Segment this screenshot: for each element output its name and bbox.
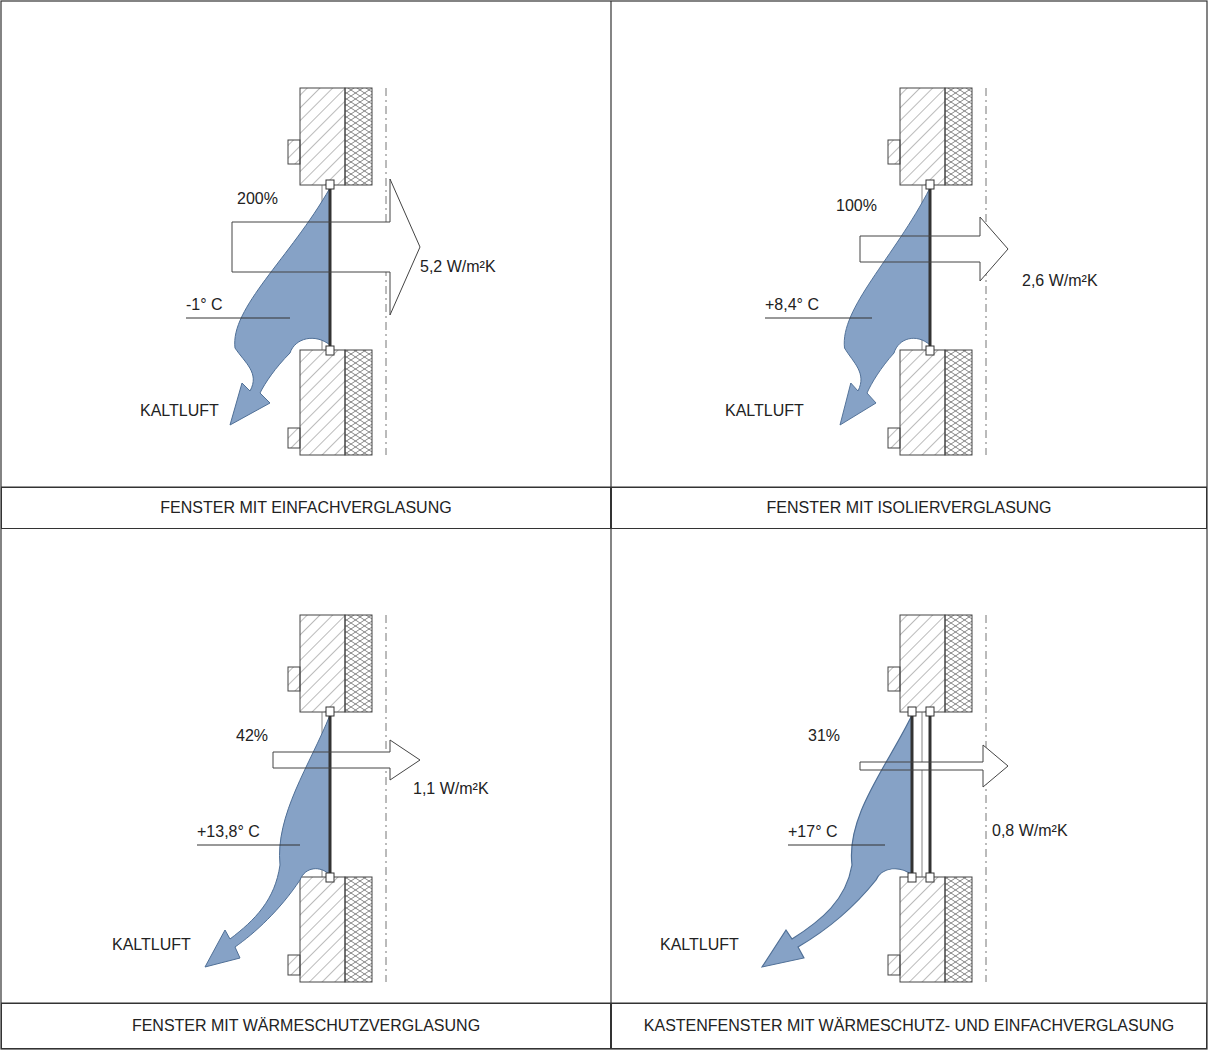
window-frame bbox=[326, 180, 334, 189]
caption-text: FENSTER MIT EINFACHVERGLASUNG bbox=[152, 498, 459, 518]
window-frame bbox=[926, 707, 934, 716]
leader-line bbox=[197, 845, 300, 846]
insulation bbox=[345, 88, 372, 185]
leader-line bbox=[186, 318, 290, 319]
percent-label: 31% bbox=[808, 727, 840, 745]
masonry bbox=[300, 615, 345, 712]
heat-flow-arrow bbox=[860, 217, 1008, 281]
glass-pane bbox=[929, 713, 932, 877]
percent-label: 42% bbox=[236, 727, 268, 745]
masonry bbox=[300, 88, 345, 185]
insulation bbox=[945, 615, 972, 712]
caption-cell: FENSTER MIT EINFACHVERGLASUNG bbox=[1, 487, 611, 529]
caption-text: FENSTER MIT ISOLIERVERGLASUNG bbox=[759, 498, 1060, 518]
masonry bbox=[900, 88, 945, 185]
masonry bbox=[900, 877, 945, 982]
ceiling-slab bbox=[888, 955, 900, 975]
flow-label: KALTLUFT bbox=[140, 402, 219, 420]
percent-label: 100% bbox=[836, 197, 877, 215]
window-frame bbox=[926, 873, 934, 882]
leader-line bbox=[788, 845, 885, 846]
leader-line bbox=[765, 318, 872, 319]
window-frame bbox=[326, 707, 334, 716]
window-panel bbox=[197, 615, 420, 982]
window-panel bbox=[186, 88, 420, 455]
flow-label: KALTLUFT bbox=[660, 936, 739, 954]
masonry bbox=[300, 877, 345, 982]
cold-air-flow bbox=[840, 188, 930, 425]
insulation bbox=[345, 615, 372, 712]
caption-cell: KASTENFENSTER MIT WÄRMESCHUTZ- UND EINFA… bbox=[611, 1003, 1207, 1049]
window-frame bbox=[908, 707, 916, 716]
flow-label: KALTLUFT bbox=[725, 402, 804, 420]
temperature-label: +8,4° C bbox=[765, 296, 819, 314]
window-frame bbox=[908, 873, 916, 882]
caption-text: KASTENFENSTER MIT WÄRMESCHUTZ- UND EINFA… bbox=[636, 1016, 1182, 1036]
u-value-label: 5,2 W/m²K bbox=[420, 258, 496, 276]
masonry bbox=[900, 615, 945, 712]
ceiling-slab bbox=[288, 140, 300, 164]
window-frame bbox=[326, 346, 334, 355]
glass-pane bbox=[911, 713, 914, 877]
heat-flow-arrow-fill bbox=[273, 740, 420, 780]
insulation bbox=[345, 350, 372, 455]
window-panel bbox=[762, 615, 1008, 982]
u-value-label: 2,6 W/m²K bbox=[1022, 272, 1098, 290]
glass-pane bbox=[329, 186, 332, 350]
ceiling-slab bbox=[288, 667, 300, 691]
insulation bbox=[945, 877, 972, 982]
heat-flow-arrow bbox=[860, 745, 1008, 787]
caption-cell: FENSTER MIT WÄRMESCHUTZVERGLASUNG bbox=[1, 1003, 611, 1049]
window-panel bbox=[765, 88, 1008, 455]
masonry bbox=[900, 350, 945, 455]
cold-air-flow bbox=[205, 715, 330, 967]
heat-flow-arrow bbox=[273, 740, 420, 780]
ceiling-slab bbox=[888, 428, 900, 448]
temperature-label: +17° C bbox=[788, 823, 838, 841]
u-value-label: 1,1 W/m²K bbox=[413, 780, 489, 798]
percent-label: 200% bbox=[237, 190, 278, 208]
insulation bbox=[945, 350, 972, 455]
caption-text: FENSTER MIT WÄRMESCHUTZVERGLASUNG bbox=[124, 1016, 488, 1036]
heat-flow-arrow bbox=[232, 179, 420, 315]
flow-label: KALTLUFT bbox=[112, 936, 191, 954]
glass-pane bbox=[329, 713, 332, 877]
cold-air-flow bbox=[762, 715, 912, 967]
ceiling-slab bbox=[288, 955, 300, 975]
insulation bbox=[345, 877, 372, 982]
temperature-label: -1° C bbox=[186, 296, 223, 314]
window-frame bbox=[926, 180, 934, 189]
u-value-label: 0,8 W/m²K bbox=[992, 822, 1068, 840]
glass-pane bbox=[929, 186, 932, 350]
reveal-line bbox=[922, 712, 923, 877]
cold-air-flow bbox=[230, 188, 330, 425]
window-frame bbox=[326, 873, 334, 882]
caption-cell: FENSTER MIT ISOLIERVERGLASUNG bbox=[611, 487, 1207, 529]
axis-line bbox=[986, 615, 987, 982]
ceiling-slab bbox=[888, 667, 900, 691]
window-frame bbox=[926, 346, 934, 355]
axis-line bbox=[386, 615, 387, 982]
ceiling-slab bbox=[288, 428, 300, 448]
ceiling-slab bbox=[888, 140, 900, 164]
masonry bbox=[300, 350, 345, 455]
temperature-label: +13,8° C bbox=[197, 823, 260, 841]
insulation bbox=[945, 88, 972, 185]
